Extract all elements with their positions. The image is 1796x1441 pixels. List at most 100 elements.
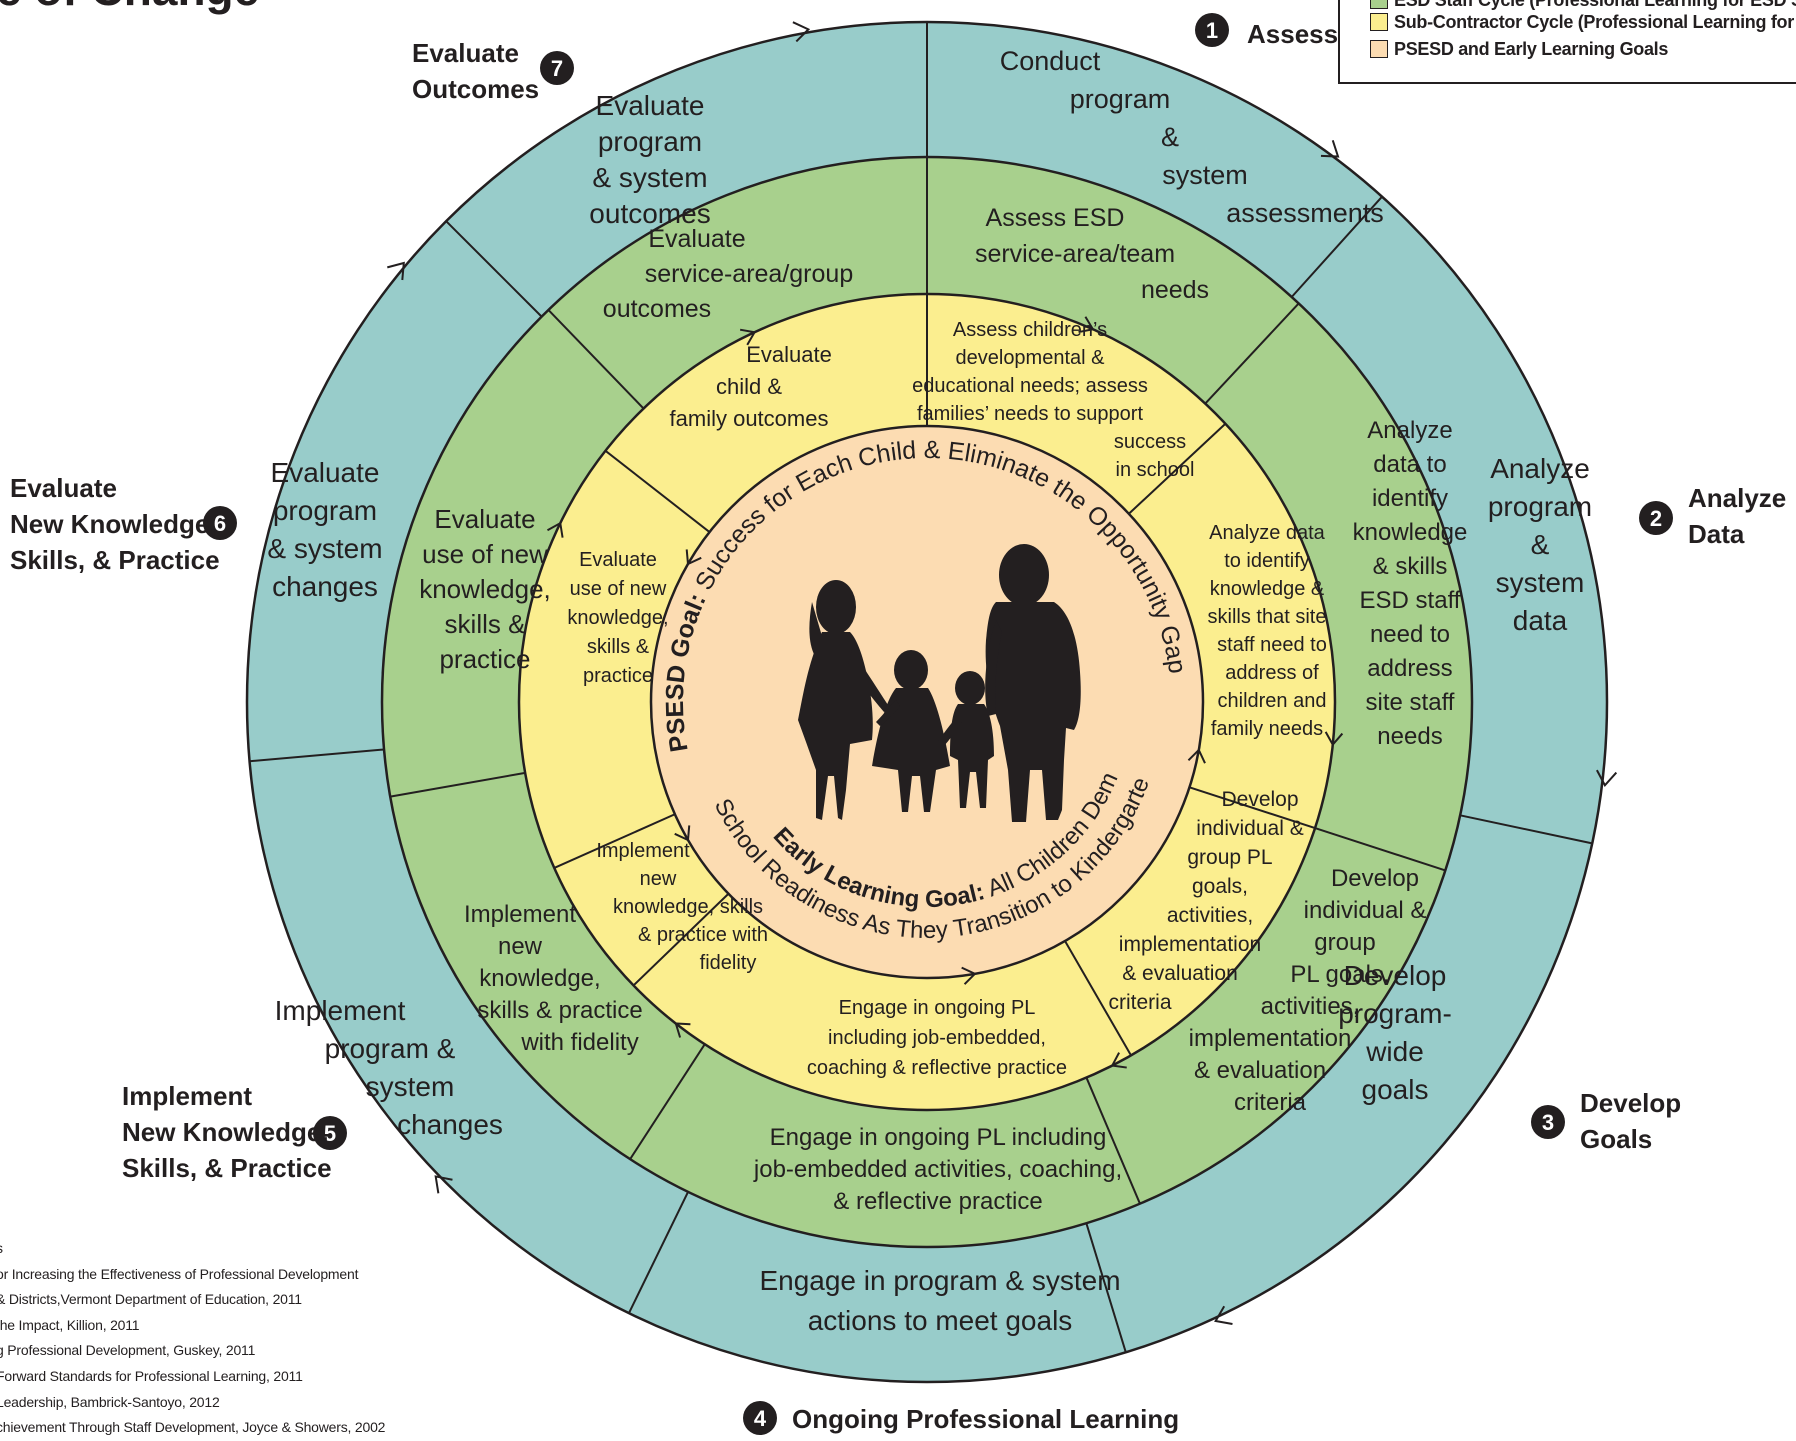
label-line: staff need to [1217, 634, 1327, 656]
cycle-arrow [546, 521, 564, 538]
label-line: skills & [587, 636, 650, 658]
label-line: & evaluation [1122, 962, 1238, 985]
label-line: practice [439, 644, 530, 674]
reference-item: chievement Through Staff Development, Jo… [0, 1419, 386, 1436]
inner-ring-label: Engage in ongoing PL including job-embedd… [807, 997, 1067, 1079]
label-line: program [598, 126, 702, 157]
label-line: activities, [1167, 904, 1253, 927]
label-line: new [498, 933, 543, 960]
step-number-badge [313, 1116, 347, 1150]
inner-divider [604, 450, 711, 533]
label-line: skills & [445, 609, 526, 639]
label-line: activities, [1261, 993, 1360, 1020]
reference-item: g Professional Development, Guskey, 2011 [0, 1342, 256, 1359]
label-line: changes [397, 1109, 503, 1140]
step-number-badge [203, 506, 237, 540]
label-line: address of [1225, 662, 1319, 684]
legend-item: Sub-Contractor Cycle (Professional Learn… [1370, 12, 1796, 33]
label-line: Develop [1221, 788, 1298, 811]
label-line: group PL [1187, 846, 1272, 869]
label-line: practice [583, 665, 653, 687]
reference-item: or Increasing the Effectiveness of Profe… [0, 1265, 359, 1282]
legend: ESD Staff Cycle (Professional Learning f… [1338, 0, 1796, 84]
label-line: knowledge [1353, 519, 1468, 546]
label-line: Engage in ongoing PL [839, 997, 1036, 1019]
label-line: implementation [1189, 1025, 1352, 1052]
label-line: developmental & [956, 347, 1106, 369]
label-line: goals [1362, 1074, 1429, 1105]
cycle-arrow [1187, 748, 1206, 764]
label-line: children and [1218, 690, 1327, 712]
step-number: 5 [324, 1121, 336, 1146]
label-line: Assess ESD [986, 204, 1125, 232]
label-line: knowledge, [419, 574, 551, 604]
cycle-arrow [387, 261, 405, 281]
label-line: knowledge, [479, 965, 600, 992]
label-line: & skills [1373, 553, 1448, 580]
reference-item: Leadership, Bambrick-Santoyo, 2012 [0, 1393, 220, 1410]
label-line: fidelity [700, 952, 757, 974]
label-line: & practice with [638, 924, 768, 946]
outer-divider [628, 1191, 689, 1314]
step-number: 6 [214, 511, 226, 536]
step-label: Skills, & Practice [10, 545, 220, 575]
label-line: Engage in program & system [759, 1265, 1120, 1296]
step-label: Implement [122, 1081, 252, 1111]
cycle-arrow [685, 549, 702, 566]
step-label: Data [1688, 519, 1745, 549]
references: s or Increasing the Effectiveness of Pro… [0, 1236, 385, 1441]
label-line: implementation [1119, 933, 1261, 956]
label-line: educational needs; assess [912, 375, 1148, 397]
label-line: family outcomes [670, 406, 829, 431]
label-line: new [640, 868, 677, 890]
label-line: assessments [1226, 198, 1384, 228]
legend-label: Sub-Contractor Cycle (Professional Learn… [1394, 12, 1796, 32]
label-line: individual & [1196, 817, 1303, 840]
step-label: Ongoing Professional Learning [792, 1404, 1179, 1434]
label-line: program [273, 495, 377, 526]
cycle-arrow [434, 1175, 453, 1194]
label-line: & system [267, 533, 382, 564]
label-line: criteria [1108, 991, 1171, 1014]
label-line: Evaluate [596, 90, 705, 121]
middle-divider [547, 309, 645, 410]
label-line: & system [592, 162, 707, 193]
outer-divider [445, 220, 543, 318]
step-number: 4 [754, 1406, 767, 1431]
label-line: knowledge & [1210, 578, 1325, 600]
outer-divider [1290, 195, 1383, 298]
label-line: Analyze [1490, 453, 1590, 484]
inner-divider [1128, 423, 1227, 515]
label-line: need to [1370, 621, 1450, 648]
label-line: system [1162, 160, 1248, 190]
cycle-arrow [961, 966, 977, 985]
legend-swatch [1370, 13, 1388, 31]
step-number-badge [1195, 13, 1229, 47]
step-label: Goals [1580, 1124, 1652, 1154]
label-line: Conduct [1000, 46, 1101, 76]
cycle-arrow [792, 21, 811, 43]
label-line: including job-embedded, [828, 1027, 1046, 1049]
legend-item: ESD Staff Cycle (Professional Learning f… [1370, 0, 1796, 11]
label-line: Develop [1344, 960, 1447, 991]
label-line: service-area/team [975, 240, 1175, 268]
label-line: Engage in ongoing PL including [770, 1124, 1107, 1151]
label-line: Evaluate [271, 457, 380, 488]
cycle-arrow [1110, 1052, 1127, 1069]
family-silhouette [798, 544, 1081, 822]
